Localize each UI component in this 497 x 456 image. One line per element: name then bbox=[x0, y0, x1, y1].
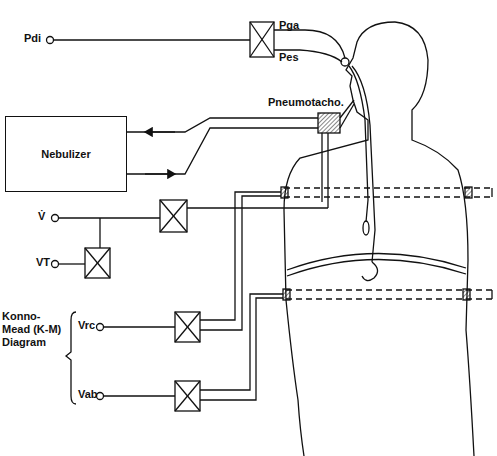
signal-name: Vrc bbox=[78, 319, 95, 332]
signal-name: Vab bbox=[78, 388, 98, 401]
device-box: Nebulizer bbox=[5, 116, 127, 192]
signal-name: Pdi bbox=[24, 32, 41, 45]
part-name: Pneumotacho. bbox=[268, 96, 344, 109]
signal-name: Pes bbox=[279, 51, 299, 64]
signal-name: VT bbox=[36, 256, 50, 269]
signal-name: Pga bbox=[279, 19, 299, 32]
signal-name: V̇ bbox=[38, 210, 45, 223]
output-name: Konno-Mead (K-M) Diagram bbox=[2, 310, 66, 350]
box-label: Nebulizer bbox=[41, 148, 91, 161]
